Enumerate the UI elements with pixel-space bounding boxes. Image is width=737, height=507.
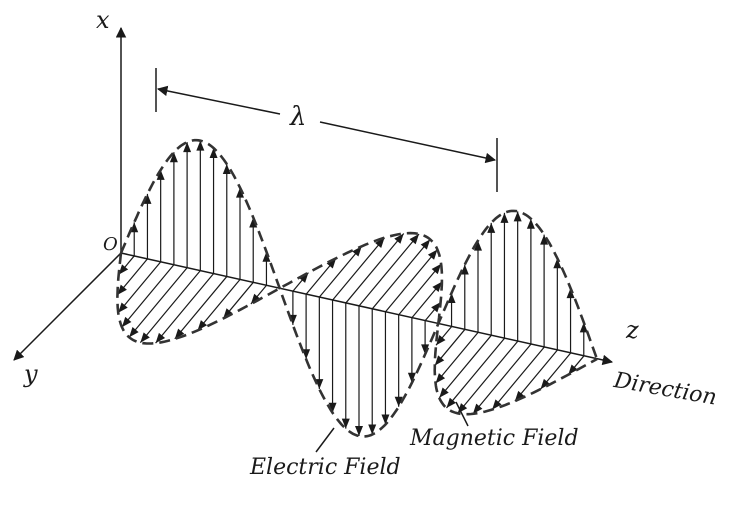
- electric-field-vector-head: [566, 288, 575, 299]
- y-axis: [13, 252, 122, 361]
- magnetic-field-vector-head: [436, 335, 446, 346]
- magnetic-field-vector-shaft: [457, 340, 519, 414]
- magnetic-field-vector-head: [375, 237, 385, 249]
- electric-field-vector-head: [540, 234, 549, 245]
- electric-field-vector-head: [394, 396, 403, 407]
- origin-label: O: [103, 234, 118, 255]
- magnetic-field-vector-shaft: [128, 267, 188, 338]
- magnetic-field-vector-head: [155, 332, 166, 344]
- magnetic-field-vector-shaft: [446, 338, 505, 409]
- magnetic-field-vector-shaft: [358, 233, 420, 307]
- electric-field-vector-head: [381, 414, 390, 425]
- magnetic-field-vector-shaft: [345, 233, 405, 304]
- electric-field-vector-head: [407, 372, 416, 383]
- magnetic-field-vector-head: [446, 397, 456, 408]
- magnetic-field-vector-head: [434, 355, 445, 366]
- magnetic-field-leader: [455, 401, 469, 427]
- magnetic-field-vector-head: [568, 364, 578, 375]
- magnetic-field-vector-shaft: [174, 276, 228, 340]
- magnetic-field-vector-shaft: [398, 263, 442, 316]
- electric-field-vector-head: [222, 163, 231, 174]
- magnetic-field-vector-shaft: [121, 264, 175, 328]
- magnetic-field-vector-head: [129, 327, 139, 338]
- magnetic-field-vector-shaft: [318, 245, 363, 298]
- electric-field-vector-head: [209, 148, 218, 159]
- wavelength-label: λ: [290, 102, 307, 132]
- magnetic-field-vector-head: [394, 233, 404, 244]
- magnetic-field-vector-head: [118, 302, 128, 313]
- magnetic-field-vector-head: [439, 387, 449, 398]
- electric-field-vector-head: [474, 240, 482, 251]
- magnetic-field-vectors: [116, 233, 585, 415]
- magnetic-field-vector-shaft: [371, 239, 431, 310]
- magnetic-field-vector-shaft: [514, 349, 558, 402]
- electric-field-vector-head: [487, 222, 496, 233]
- electric-field-vector-head: [196, 140, 205, 151]
- electric-field-vector-head: [460, 264, 469, 275]
- electric-field-vector-head: [169, 152, 178, 163]
- magnetic-field-vector-head: [117, 284, 127, 295]
- electric-field-vector-head: [156, 169, 165, 180]
- magnetic-field-vector-head: [420, 239, 431, 250]
- magnetic-field-vector-shaft: [155, 273, 215, 344]
- wavelength-arrow-right: [319, 121, 497, 164]
- magnetic-field-vector-shaft: [491, 346, 545, 410]
- magnetic-field-vector-head: [352, 246, 362, 257]
- electric-field-vector-head: [315, 379, 324, 390]
- electric-field-vector-head: [579, 322, 588, 333]
- x-axis-label: x: [96, 6, 110, 34]
- electric-field-vector-head: [513, 211, 522, 222]
- magnetic-field-vector-shaft: [117, 261, 162, 314]
- y-axis-label: y: [24, 360, 38, 388]
- magnetic-field-vector-head: [432, 281, 442, 293]
- magnetic-field-vector-head: [492, 399, 502, 410]
- magnetic-field-vector-shaft: [197, 279, 241, 331]
- magnetic-field-vector-head: [435, 373, 446, 384]
- z-axis: [120, 252, 614, 366]
- magnetic-field-vector-head: [409, 234, 419, 245]
- electric-field-vector-head: [143, 193, 152, 204]
- electric-field-vector-head: [262, 251, 271, 262]
- magnetic-field-vector-shaft: [332, 237, 385, 301]
- magnetic-field-outline: [116, 231, 598, 416]
- electric-field-vector-head: [355, 426, 363, 436]
- electric-field-leader: [315, 427, 335, 453]
- magnetic-field-vector-head: [197, 320, 208, 331]
- magnetic-field-vector-head: [540, 378, 551, 390]
- magnetic-field-vector-head: [431, 302, 441, 313]
- electric-field-vector-head: [447, 292, 456, 303]
- magnetic-field-vector-head: [514, 390, 525, 402]
- wavelength-arrow-left: [156, 85, 281, 115]
- electric-field-vector-head: [553, 258, 562, 269]
- magnetic-field-vector-shaft: [139, 270, 201, 344]
- magnetic-field-vector-shaft: [384, 249, 438, 313]
- electric-field-vector-head: [183, 142, 192, 153]
- electric-field-vector-head: [368, 424, 377, 435]
- electric-field-vector-head: [500, 212, 509, 223]
- magnetic-field-vector-head: [174, 328, 185, 339]
- magnetic-field-vector-head: [140, 332, 150, 343]
- electric-field-vector-head: [236, 187, 244, 198]
- electric-field-vector-head: [421, 344, 430, 355]
- magnetic-field-vector-head: [427, 249, 438, 260]
- magnetic-field-vector-shaft: [438, 335, 492, 399]
- magnetic-field-vector-shaft: [435, 332, 479, 384]
- electric-field-vectors: [130, 140, 588, 436]
- electric-field-vector-head: [341, 418, 350, 429]
- magnetic-field-vector-head: [472, 403, 483, 414]
- electric-field-label: Electric Field: [250, 455, 401, 480]
- magnetic-field-label: Magnetic Field: [410, 426, 579, 451]
- electric-field-vector-head: [526, 218, 535, 229]
- z-axis-label: z: [626, 316, 639, 344]
- electric-field-outline: [119, 138, 599, 438]
- magnetic-field-vector-head: [431, 263, 442, 275]
- magnetic-field-vector-shaft: [472, 343, 532, 415]
- magnetic-field-vector-head: [118, 264, 129, 275]
- magnetic-field-vector-head: [121, 316, 132, 328]
- electric-field-vector-head: [328, 402, 337, 413]
